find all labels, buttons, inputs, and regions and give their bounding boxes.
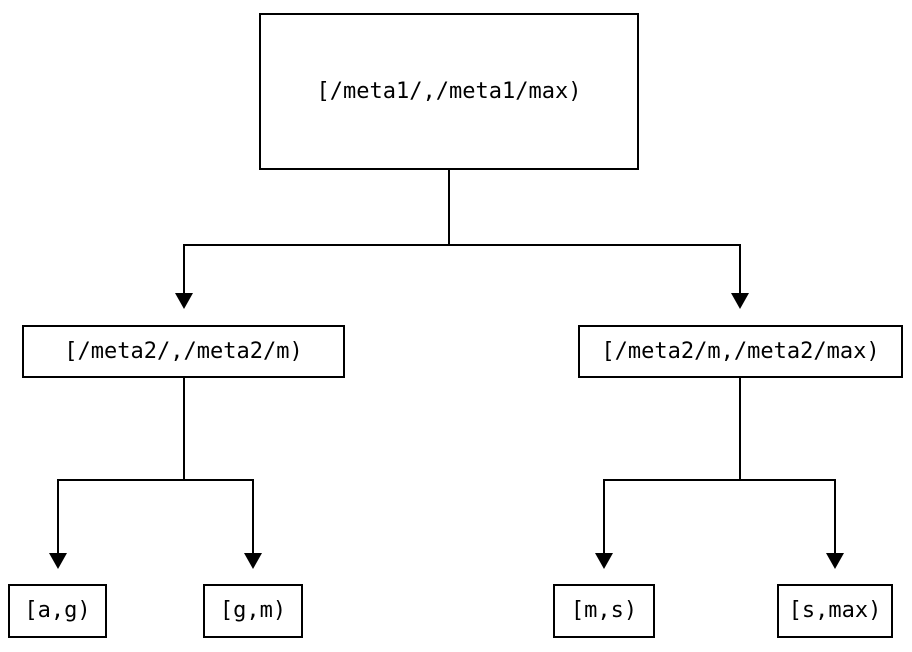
edge-root-to-mid-right	[448, 170, 741, 294]
node-leaf-2-label: [g,m)	[219, 598, 287, 623]
arrowhead-leaf-2-icon	[244, 553, 262, 569]
node-mid-left-label: [/meta2/,/meta2/m)	[64, 338, 303, 364]
node-leaf-3: [m,s)	[553, 584, 655, 638]
edge-mid-right-to-leaf-3	[603, 378, 741, 554]
arrowhead-mid-left-icon	[175, 293, 193, 309]
edge-mid-right-to-leaf-4	[739, 378, 836, 554]
node-mid-right-label: [/meta2/m,/meta2/max)	[601, 338, 880, 364]
node-leaf-2: [g,m)	[203, 584, 303, 638]
arrowhead-mid-right-icon	[731, 293, 749, 309]
arrowhead-leaf-1-icon	[49, 553, 67, 569]
arrowhead-leaf-4-icon	[826, 553, 844, 569]
edge-root-to-mid-left	[183, 170, 450, 294]
node-leaf-4-label: [s,max)	[788, 598, 882, 623]
node-root-label: [/meta1/,/meta1/max)	[316, 78, 582, 104]
node-leaf-1-label: [a,g)	[24, 598, 91, 623]
edge-mid-left-to-leaf-2	[183, 378, 254, 554]
arrowhead-leaf-3-icon	[595, 553, 613, 569]
edge-mid-left-to-leaf-1	[57, 378, 185, 554]
node-leaf-1: [a,g)	[8, 584, 107, 638]
node-leaf-4: [s,max)	[777, 584, 893, 638]
node-mid-right: [/meta2/m,/meta2/max)	[578, 325, 903, 378]
node-root: [/meta1/,/meta1/max)	[259, 13, 639, 170]
node-leaf-3-label: [m,s)	[570, 598, 638, 623]
node-mid-left: [/meta2/,/meta2/m)	[22, 325, 345, 378]
